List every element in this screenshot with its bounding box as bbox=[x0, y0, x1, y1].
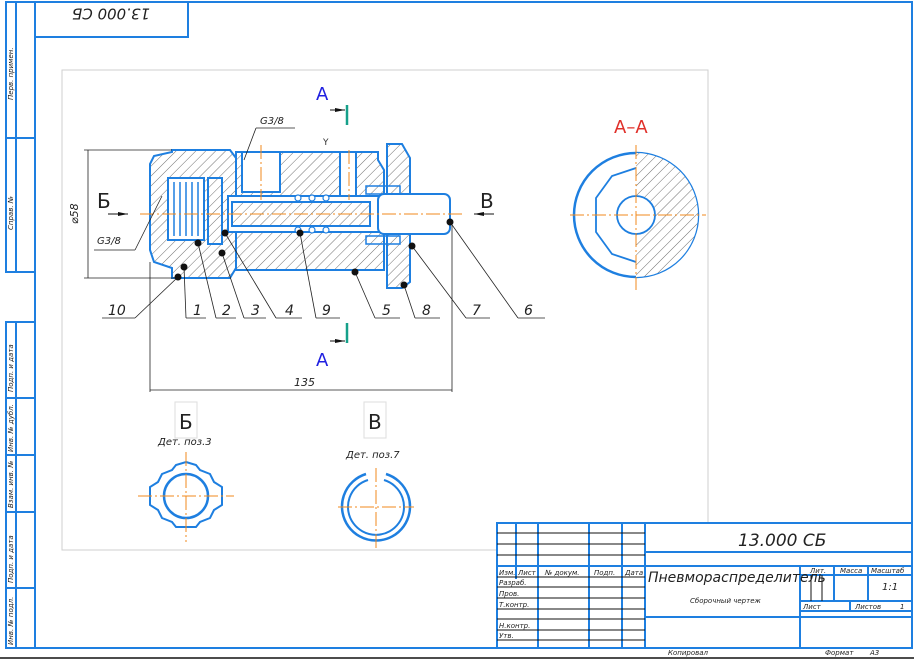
col-header-list: Лист bbox=[517, 569, 537, 577]
format-label: Формат bbox=[825, 649, 854, 657]
lit-label: Лит. bbox=[809, 567, 826, 575]
view-b-arrow-label: Б bbox=[97, 189, 111, 213]
length-dimension: 135 bbox=[294, 376, 315, 389]
side-label-5: Подп. и дата bbox=[7, 535, 15, 583]
row-label-prov: Пров. bbox=[499, 590, 519, 598]
view-v-arrow-label: В bbox=[480, 189, 494, 213]
callout-3: 3 bbox=[251, 303, 260, 319]
col-header-doc: № докум. bbox=[544, 569, 580, 577]
col-header-izm: Изм. bbox=[499, 569, 515, 577]
y-mark: Y bbox=[322, 138, 329, 148]
main-section-view bbox=[108, 105, 494, 343]
dimensions bbox=[84, 149, 453, 392]
section-mark-top: А bbox=[316, 84, 329, 105]
side-label-4: Взам. инв. № bbox=[7, 460, 15, 508]
copied-label: Копировал bbox=[668, 649, 709, 657]
designation: 13.000 СБ bbox=[738, 531, 826, 551]
thread-left-label: G3/8 bbox=[97, 236, 121, 247]
sheets-label: Листов bbox=[854, 603, 881, 611]
callout-10: 10 bbox=[108, 303, 126, 319]
view-v bbox=[338, 401, 414, 548]
product-title: Пневмораспределитель bbox=[648, 570, 826, 586]
callout-4: 4 bbox=[285, 303, 294, 319]
view-area bbox=[61, 69, 709, 551]
side-label-1: Справ. № bbox=[7, 196, 15, 230]
view-v-title: В bbox=[368, 410, 382, 434]
section-a-a-view bbox=[570, 145, 706, 290]
scale-value: 1:1 bbox=[882, 582, 898, 593]
row-label-nkontr: Н.контр. bbox=[499, 622, 530, 630]
view-b bbox=[138, 401, 234, 542]
scale-label: Масштаб bbox=[871, 567, 905, 575]
row-label-razrab: Разраб. bbox=[499, 579, 527, 587]
thread-top-label: G3/8 bbox=[260, 116, 284, 127]
callout-7: 7 bbox=[472, 303, 481, 319]
view-b-title: Б bbox=[179, 410, 193, 434]
callout-5: 5 bbox=[382, 303, 391, 319]
callout-1: 1 bbox=[193, 303, 202, 319]
sheets-count: 1 bbox=[900, 603, 904, 611]
mass-label: Масса bbox=[840, 567, 862, 575]
side-label-0: Перв. примен. bbox=[7, 47, 15, 100]
row-label-tkontr: Т.контр. bbox=[499, 601, 529, 609]
view-v-caption: Дет. поз.7 bbox=[345, 450, 400, 461]
document-type: Сборочный чертеж bbox=[690, 597, 761, 605]
section-view-title: А–А bbox=[614, 117, 648, 138]
callout-2: 2 bbox=[222, 303, 231, 319]
view-b-caption: Дет. поз.3 bbox=[157, 437, 212, 448]
callout-leaders bbox=[102, 221, 545, 319]
rotated-designation: 13.000 СБ bbox=[72, 5, 150, 23]
side-label-3: Инв. № дубл. bbox=[7, 404, 15, 452]
sheet-label: Лист bbox=[802, 603, 822, 611]
diameter-dimension: ⌀58 bbox=[68, 203, 81, 224]
row-label-utv: Утв. bbox=[499, 632, 514, 640]
side-label-2: Подп. и дата bbox=[7, 344, 15, 392]
col-header-sign: Подп. bbox=[594, 569, 615, 577]
callout-9: 9 bbox=[322, 303, 331, 319]
format-value: А3 bbox=[869, 649, 879, 657]
title-block bbox=[496, 522, 913, 649]
col-header-date: Дата bbox=[624, 569, 643, 577]
callout-6: 6 bbox=[524, 303, 533, 319]
section-mark-bottom: А bbox=[316, 350, 329, 371]
side-label-6: Инв. № подл. bbox=[7, 597, 15, 645]
callout-8: 8 bbox=[422, 303, 431, 319]
